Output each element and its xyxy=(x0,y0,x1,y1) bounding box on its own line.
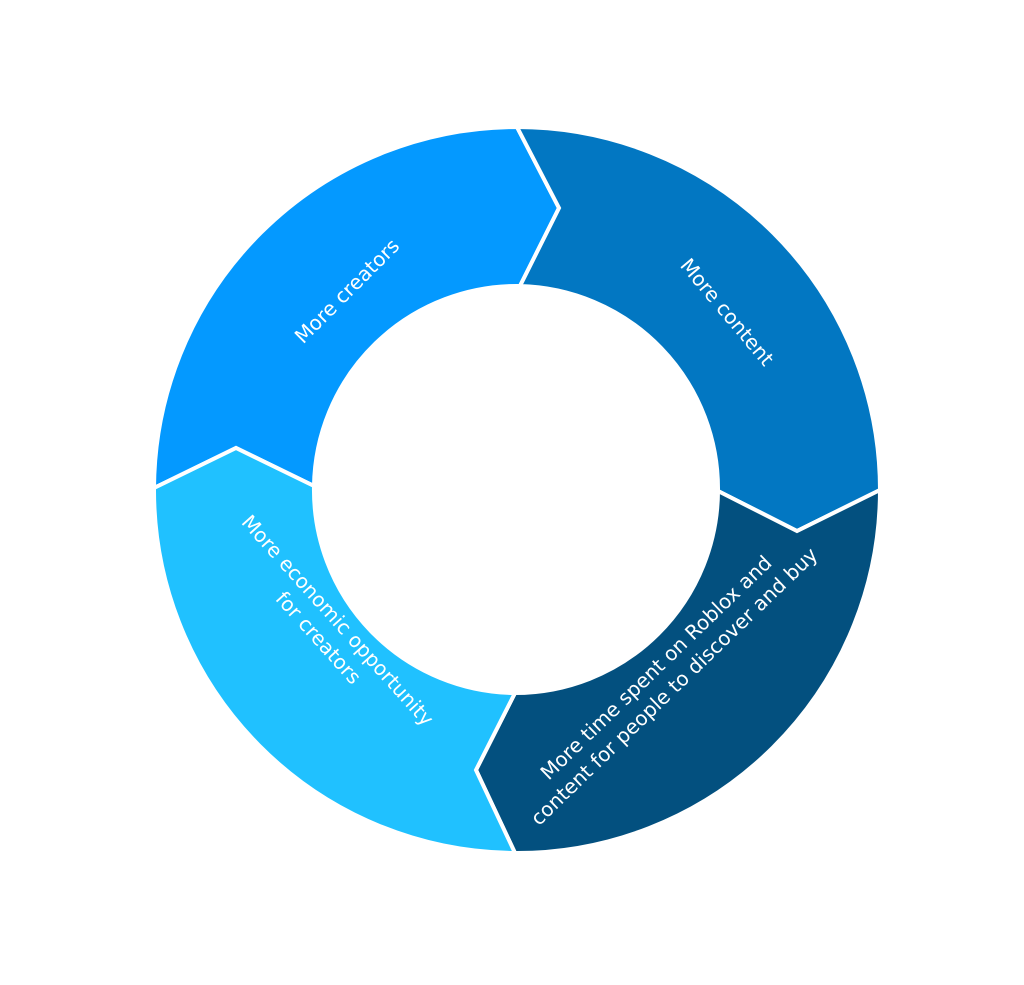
segment-more-content xyxy=(513,124,883,534)
segment-more-creators xyxy=(151,124,562,492)
segment-more-economic-opportunity xyxy=(151,445,519,856)
segment-more-time-spent xyxy=(473,486,883,856)
